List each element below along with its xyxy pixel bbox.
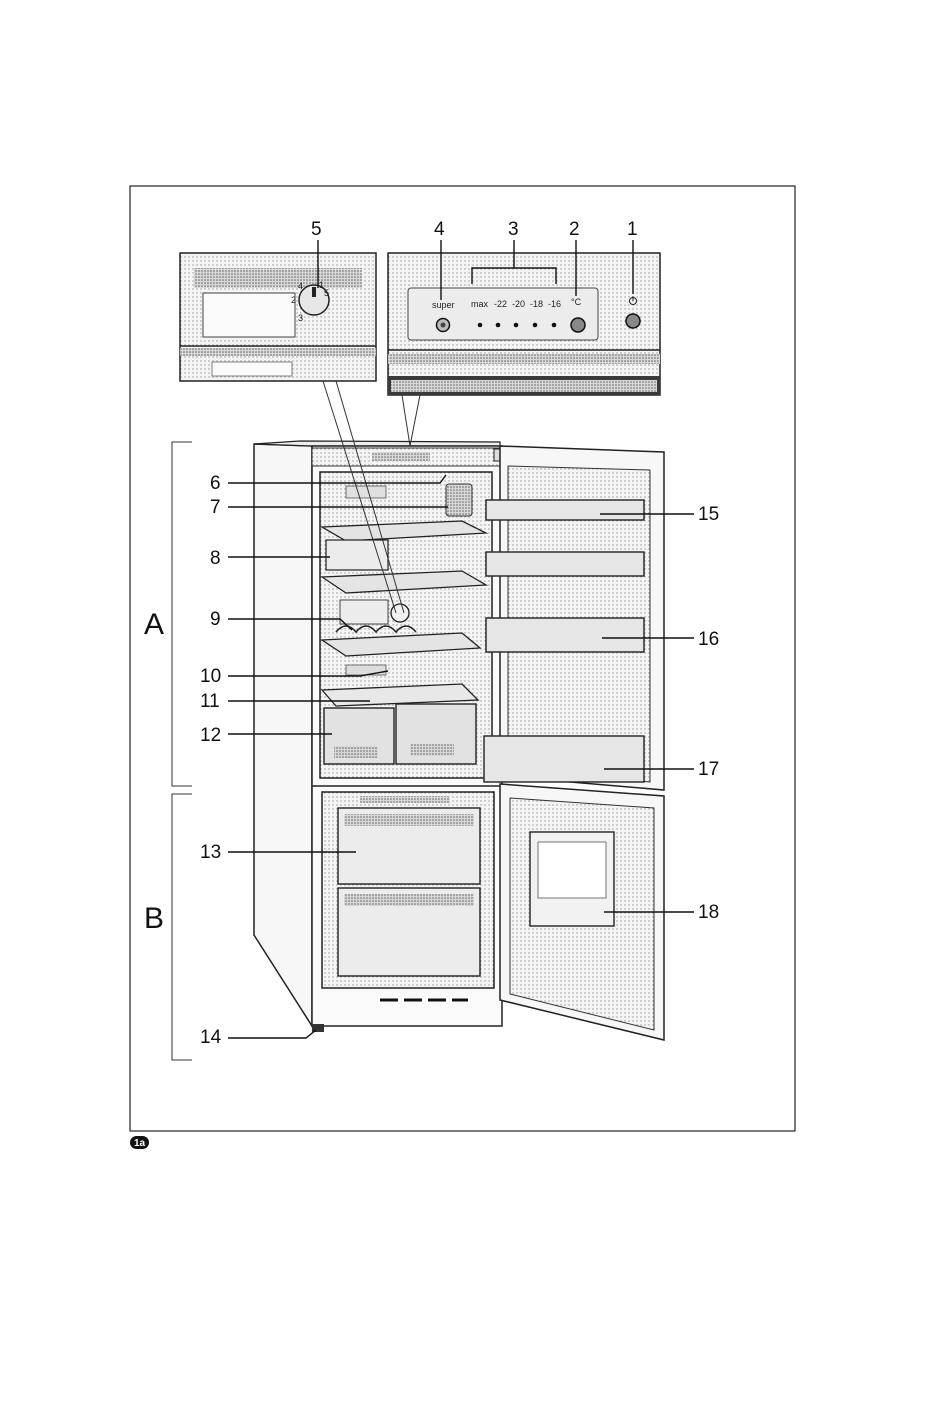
temp-label-22: -22 <box>494 299 507 309</box>
fridge-door <box>484 446 664 790</box>
callout-16: 16 <box>698 629 719 650</box>
power-button <box>626 314 640 328</box>
adjustable-foot <box>312 1024 324 1032</box>
callout-18: 18 <box>698 902 719 923</box>
door-shelf <box>486 500 644 520</box>
callout-3: 3 <box>508 219 519 240</box>
inset-connector <box>402 395 410 446</box>
callout-10: 10 <box>200 666 221 687</box>
callout-11: 11 <box>200 691 220 712</box>
dial-detail-inset: 1 2 3 4 5 <box>180 253 376 381</box>
callout-12: 12 <box>200 725 221 746</box>
indicator-light <box>496 323 501 328</box>
callout-8: 8 <box>210 548 221 569</box>
callout-2: 2 <box>569 219 580 240</box>
temp-label-max: max <box>471 299 489 309</box>
door-shelf <box>486 618 644 652</box>
refrigerator-body <box>254 441 507 1032</box>
section-label-a: A <box>144 608 164 641</box>
dial-number-3: 3 <box>298 313 303 323</box>
section-bracket-b <box>172 794 192 1060</box>
temp-label-18: -18 <box>530 299 543 309</box>
callout-9: 9 <box>210 609 221 630</box>
callout-17: 17 <box>698 759 719 780</box>
butter-compartment <box>326 540 388 570</box>
super-label: super <box>432 300 455 310</box>
indicator-light <box>533 323 538 328</box>
dial-number-5: 5 <box>324 288 329 298</box>
indicator-light <box>478 323 483 328</box>
temperature-button <box>571 318 585 332</box>
callout-6: 6 <box>210 473 221 494</box>
control-panel-inset: super max -22 -20 -18 -16 °C <box>388 253 660 395</box>
dial-number-2: 2 <box>291 295 296 305</box>
inset-connector <box>410 395 420 446</box>
indicator-light <box>514 323 519 328</box>
callout-13: 13 <box>200 842 221 863</box>
figure-badge: 1a <box>130 1136 149 1149</box>
dial-number-4: 4 <box>298 281 303 291</box>
celsius-label: °C <box>571 297 582 307</box>
callout-5: 5 <box>311 219 322 240</box>
callout-7: 7 <box>210 497 221 518</box>
section-label-b: B <box>144 902 164 935</box>
callout-4: 4 <box>434 219 445 240</box>
door-shelf <box>486 552 644 576</box>
indicator-light <box>552 323 557 328</box>
section-bracket-a <box>172 442 192 786</box>
figure-badge-text: 1a <box>134 1138 146 1149</box>
temp-label-16: -16 <box>548 299 561 309</box>
temp-label-20: -20 <box>512 299 525 309</box>
callout-1: 1 <box>627 219 638 240</box>
bottle-shelf <box>484 736 644 782</box>
callout-15: 15 <box>698 504 719 525</box>
interior-light <box>446 484 472 516</box>
callout-14: 14 <box>200 1027 222 1048</box>
